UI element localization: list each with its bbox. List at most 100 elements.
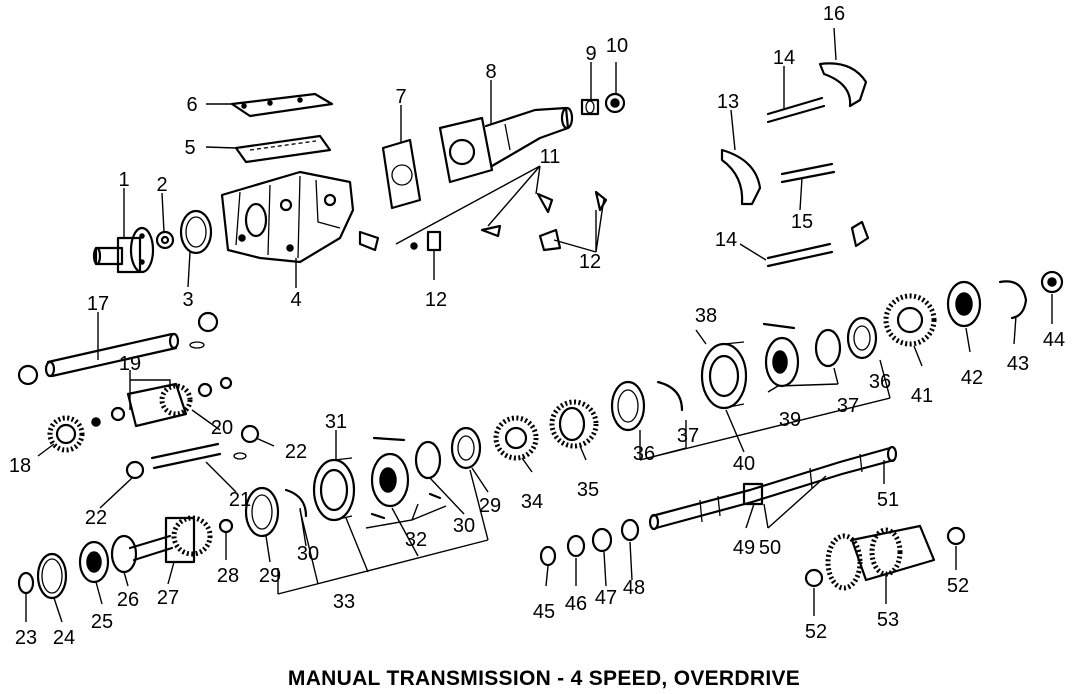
part-42-bearing — [946, 280, 982, 328]
callout-30b: 30 — [453, 515, 475, 537]
part-44-bearing — [1040, 270, 1064, 294]
callout-37a: 37 — [677, 425, 699, 447]
part-shift-block — [850, 220, 870, 248]
callout-12a: 12 — [425, 289, 447, 311]
callout-7: 7 — [395, 86, 406, 108]
part-37b-ring — [814, 328, 842, 368]
part-26-ring — [110, 534, 138, 574]
part-7-gasket — [381, 138, 422, 210]
callout-25: 25 — [91, 611, 113, 633]
callout-1: 1 — [118, 169, 129, 191]
callout-10: 10 — [606, 35, 628, 57]
part-49-51-mainshaft — [648, 445, 898, 531]
callout-48: 48 — [623, 577, 645, 599]
part-52a-bearing — [804, 568, 824, 588]
callout-22a: 22 — [285, 441, 307, 463]
part-3-gasket — [179, 209, 213, 255]
diagram-caption: MANUAL TRANSMISSION - 4 SPEED, OVERDRIVE — [287, 667, 801, 690]
part-36b-ring — [846, 316, 878, 360]
part-32-hub — [370, 436, 442, 520]
callout-36a: 36 — [633, 443, 655, 465]
callout-8: 8 — [485, 61, 496, 83]
callout-41: 41 — [911, 385, 933, 407]
callout-42: 42 — [961, 367, 983, 389]
part-12-brackets — [426, 228, 562, 252]
callout-47: 47 — [595, 587, 617, 609]
callout-26: 26 — [117, 589, 139, 611]
callout-46: 46 — [565, 593, 587, 615]
callout-5: 5 — [184, 137, 195, 159]
callout-52b: 52 — [947, 575, 969, 597]
callout-52a: 52 — [805, 621, 827, 643]
callout-44: 44 — [1043, 329, 1065, 351]
callout-50: 50 — [759, 537, 781, 559]
part-27-input-shaft — [128, 515, 213, 564]
part-43-snap-ring — [998, 280, 1028, 320]
part-19-20-countergear — [91, 376, 233, 428]
part-15-rail — [780, 162, 836, 184]
callout-27: 27 — [157, 587, 179, 609]
callout-19: 19 — [119, 353, 141, 375]
part-8-extension-housing — [438, 106, 574, 184]
part-11-shift-levers — [358, 190, 608, 252]
part-29b-synchro-ring — [450, 426, 482, 470]
part-24-ring — [36, 552, 68, 600]
callout-2: 2 — [156, 174, 167, 196]
part-2-nut — [155, 230, 175, 250]
callout-36b: 36 — [869, 371, 891, 393]
part-37-snap-ring — [656, 380, 684, 412]
callout-29b: 29 — [479, 495, 501, 517]
part-45-washer — [539, 545, 557, 567]
callout-labels: 1 2 3 4 5 6 7 8 9 10 11 12 12 13 14 14 1… — [9, 3, 1065, 649]
part-39-hub — [762, 322, 800, 388]
part-25-bearing — [78, 540, 110, 584]
part-shapes — [17, 62, 1064, 600]
callout-43: 43 — [1007, 353, 1029, 375]
callout-28: 28 — [217, 565, 239, 587]
part-9-bushing — [580, 98, 600, 116]
callout-38: 38 — [695, 305, 717, 327]
part-53-cluster-gear — [825, 524, 936, 591]
part-4-case — [220, 170, 355, 264]
part-6-cover — [230, 92, 334, 118]
callout-35: 35 — [577, 479, 599, 501]
part-46-washer — [566, 534, 586, 558]
callout-6: 6 — [186, 94, 197, 116]
callout-34: 34 — [521, 491, 543, 513]
part-35-gear — [549, 399, 599, 449]
callout-4: 4 — [290, 289, 301, 311]
part-29-synchro-ring — [244, 486, 280, 538]
callout-23: 23 — [15, 627, 37, 649]
callout-13: 13 — [717, 91, 739, 113]
callout-17: 17 — [87, 293, 109, 315]
callout-15: 15 — [791, 211, 813, 233]
part-48-washer — [620, 518, 640, 542]
part-36-ring — [610, 380, 646, 432]
callout-40: 40 — [733, 453, 755, 475]
callout-30a: 30 — [297, 543, 319, 565]
callout-31: 31 — [325, 411, 347, 433]
callout-18: 18 — [9, 455, 31, 477]
part-5-gasket — [234, 134, 332, 164]
callout-53: 53 — [877, 609, 899, 631]
part-41-gear — [883, 293, 937, 347]
part-13-shift-fork — [720, 148, 762, 206]
callout-21: 21 — [229, 489, 251, 511]
callout-24: 24 — [53, 627, 75, 649]
part-17-countershaft — [17, 311, 219, 386]
leader-lines — [25, 27, 1053, 623]
part-38-sleeve — [700, 341, 748, 410]
part-34-gear — [493, 415, 539, 461]
callout-14b: 14 — [715, 229, 737, 251]
callout-16: 16 — [823, 3, 845, 25]
callout-14a: 14 — [773, 47, 795, 69]
part-14-rails — [766, 96, 834, 268]
part-10-seal — [604, 92, 626, 114]
callout-3: 3 — [182, 289, 193, 311]
part-21-22-shaft — [125, 424, 260, 480]
part-30-snap-ring — [284, 488, 308, 518]
part-18-gear — [47, 415, 85, 453]
callout-9: 9 — [585, 43, 596, 65]
callout-20: 20 — [211, 417, 233, 439]
